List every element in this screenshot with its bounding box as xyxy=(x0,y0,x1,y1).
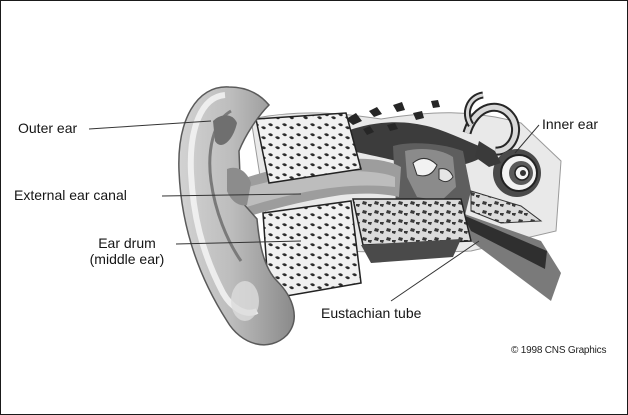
label-external-ear-canal: External ear canal xyxy=(14,187,127,203)
label-eustachian-tube: Eustachian tube xyxy=(321,305,421,321)
copyright-credit: © 1998 CNS Graphics xyxy=(511,345,606,356)
label-ear-drum: Ear drum (middle ear) xyxy=(75,235,179,267)
label-ear-drum-line2: (middle ear) xyxy=(75,251,179,267)
label-outer-ear: Outer ear xyxy=(18,120,77,136)
label-ear-drum-line1: Ear drum xyxy=(75,235,179,251)
label-inner-ear: Inner ear xyxy=(542,116,598,132)
